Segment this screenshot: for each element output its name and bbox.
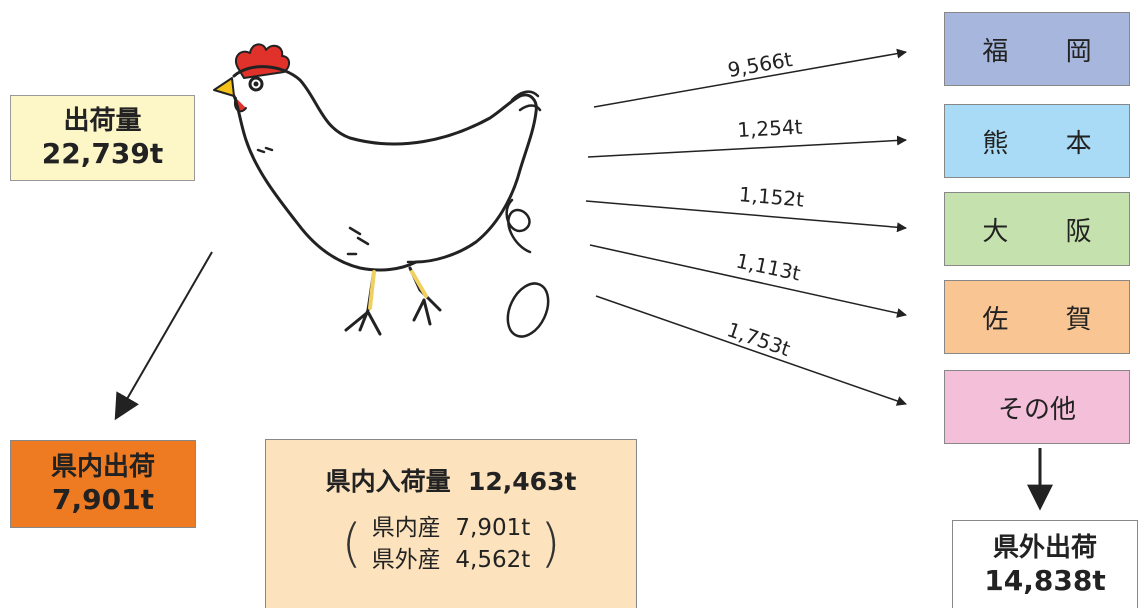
egg-drop-trail — [505, 198, 532, 254]
chicken-illustration — [213, 43, 550, 338]
arrow-osaka — [585, 200, 907, 233]
open-paren: ( — [341, 514, 362, 574]
dest-label-saga: 佐 賀 — [982, 304, 1108, 335]
shipment-total-title: 出荷量 — [63, 106, 142, 136]
shipment-total-value: 22,739t — [41, 137, 164, 170]
arrow-other — [595, 295, 907, 406]
dest-label-fukuoka: 福 岡 — [982, 36, 1108, 67]
local-receipt-out-prefecture: 県外産 4,562t — [371, 547, 531, 573]
arrow-saga — [589, 244, 907, 318]
dest-box-other: その他 — [944, 370, 1130, 444]
chicken-comb — [234, 43, 290, 79]
chicken-beak — [213, 77, 235, 97]
outside-shipment-value: 14,838t — [984, 563, 1106, 597]
outside-shipment-title: 県外出荷 — [992, 532, 1097, 563]
arrow-local-shipment — [114, 251, 213, 421]
flow-label-kumamoto: 1,254t — [736, 114, 804, 142]
egg — [506, 282, 550, 338]
local-shipment-value: 7,901t — [52, 483, 154, 516]
arrow-fukuoka — [593, 48, 907, 108]
chicken-body — [232, 65, 538, 272]
local-shipment-title: 県内出荷 — [50, 452, 155, 482]
dest-box-fukuoka: 福 岡 — [944, 12, 1130, 86]
dest-label-other: その他 — [997, 394, 1076, 425]
dest-box-saga: 佐 賀 — [944, 280, 1130, 354]
dest-box-kumamoto: 熊 本 — [944, 104, 1130, 178]
close-paren: ) — [540, 514, 561, 574]
arrow-kumamoto — [587, 135, 907, 158]
local-receipt-title: 県内入荷量 12,463t — [325, 467, 577, 496]
local-receipt-in-prefecture: 県内産 7,901t — [371, 515, 531, 541]
outside-shipment-box: 県外出荷 14,838t — [952, 520, 1138, 608]
dest-label-kumamoto: 熊 本 — [982, 128, 1108, 159]
dest-box-osaka: 大 阪 — [944, 192, 1130, 266]
local-receipt-breakdown: ( 県内産 7,901t 県外産 4,562t ) — [341, 512, 560, 576]
dest-label-osaka: 大 阪 — [982, 216, 1108, 247]
shipment-total-box: 出荷量 22,739t — [10, 95, 195, 181]
local-shipment-box: 県内出荷 7,901t — [10, 440, 196, 528]
local-receipt-box: 県内入荷量 12,463t ( 県内産 7,901t 県外産 4,562t ) — [265, 439, 637, 608]
